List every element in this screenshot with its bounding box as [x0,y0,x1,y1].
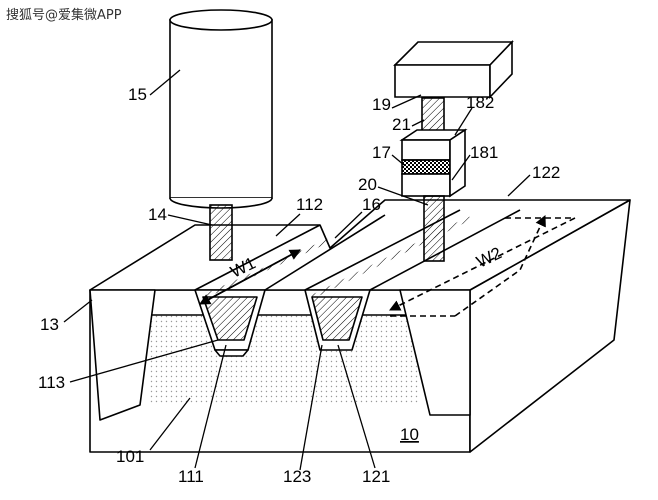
label-112: 112 [296,195,323,214]
label-14: 14 [148,205,167,224]
isolation-left [89,289,156,421]
nozzle-cylinder [169,9,273,261]
isolation-right [399,289,471,416]
label-121: 121 [362,467,390,486]
label-122: 122 [532,163,560,182]
doped-region [150,315,420,405]
trench-2-fill [311,296,363,341]
label-181: 181 [470,143,498,162]
label-17: 17 [372,143,391,162]
label-20: 20 [358,175,377,194]
label-15: 15 [128,85,147,104]
dispenser-assembly [393,40,514,262]
label-21: 21 [392,115,411,134]
watermark: 搜狐号@爱集微APP [6,8,122,23]
label-123: 123 [283,467,311,486]
label-111: 111 [178,467,204,486]
label-13: 13 [40,315,59,334]
label-19: 19 [372,95,391,114]
label-10: 10 [400,425,419,444]
label-113: 113 [38,373,65,392]
label-16: 16 [362,195,381,214]
trench-1-fill [202,296,258,341]
label-182: 182 [466,93,494,112]
label-101: 101 [116,447,144,466]
